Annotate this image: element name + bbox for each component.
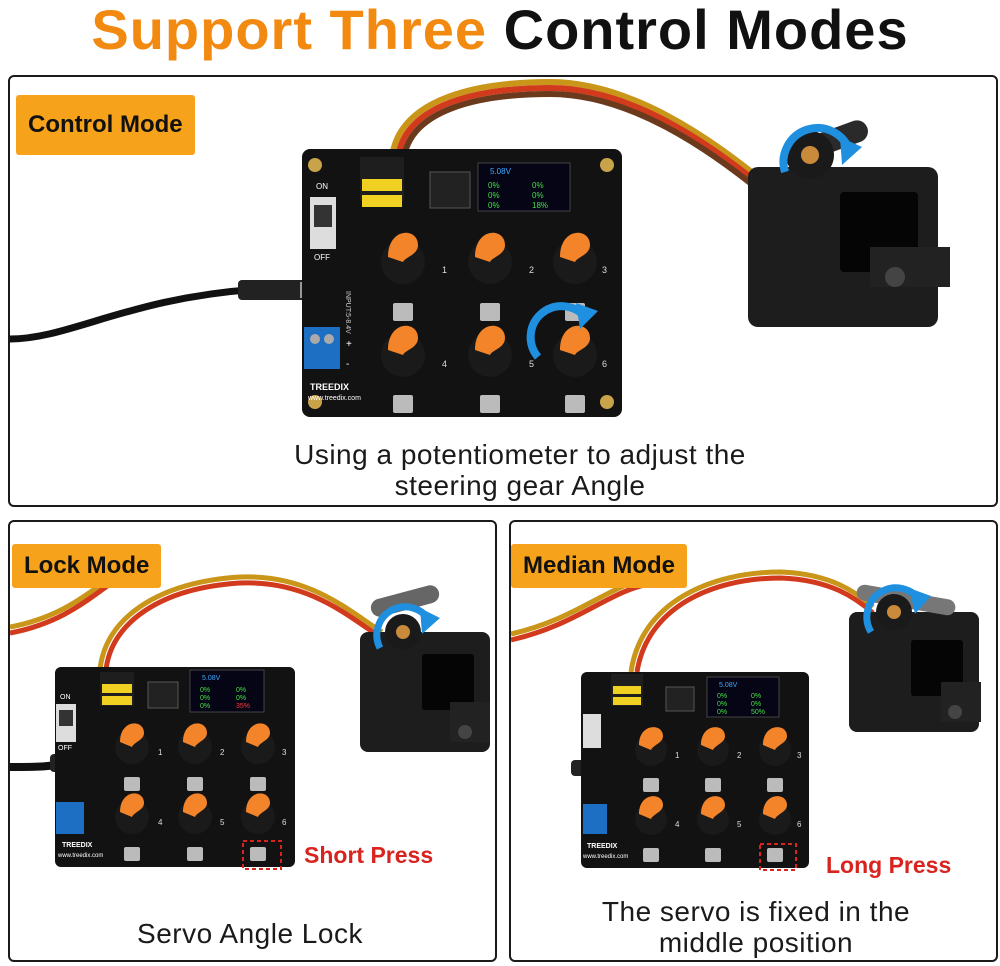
- channel-5: 5: [529, 359, 534, 369]
- board-switch-off: OFF: [314, 253, 330, 262]
- headline-part2: Control Modes: [503, 0, 909, 61]
- screen-ch5: 0%: [751, 701, 761, 708]
- channel-6: 6: [282, 818, 287, 827]
- screen-voltage: 5.08V: [719, 682, 738, 689]
- screen-ch6: 50%: [751, 709, 765, 716]
- median-mode-photo: TREEDIX www.treedix.com 1 2 3 4 5 6 5.08…: [511, 569, 981, 871]
- board-minus: -: [346, 359, 349, 370]
- servo-motor: [360, 585, 490, 752]
- control-caption-line1: Using a potentiometer to adjust the: [294, 439, 746, 470]
- screen-ch3: 0%: [200, 703, 210, 710]
- channel-1: 1: [158, 748, 163, 757]
- board-brand: TREEDIX: [587, 843, 618, 850]
- screen-ch4: 0%: [751, 693, 761, 700]
- board-brand: TREEDIX: [310, 382, 349, 392]
- board-website: www.treedix.com: [57, 853, 103, 859]
- screen-ch4: 0%: [532, 181, 544, 190]
- median-mode-caption: The servo is fixed in the middle positio…: [551, 896, 961, 958]
- short-press-highlight: [242, 840, 282, 870]
- control-mode-panel: ON OFF INPUT:5-8.4V + - TREEDIX www.tree…: [8, 75, 998, 507]
- screen-ch1: 0%: [717, 693, 727, 700]
- control-mode-caption: Using a potentiometer to adjust the stee…: [190, 439, 850, 501]
- screen-ch1: 0%: [200, 687, 210, 694]
- screen-ch2: 0%: [717, 701, 727, 708]
- control-mode-badge: Control Mode: [16, 95, 195, 155]
- screen-voltage: 5.08V: [490, 167, 512, 176]
- screen-ch6: 35%: [236, 703, 250, 710]
- channel-5: 5: [737, 820, 742, 829]
- screen-ch5: 0%: [236, 695, 246, 702]
- long-press-highlight: [759, 843, 797, 871]
- lock-mode-panel: ON OFF TREEDIX www.treedix.com 1 2 3 4 5…: [8, 520, 497, 962]
- headline: Support Three Control Modes: [0, 0, 1000, 64]
- channel-4: 4: [675, 820, 680, 829]
- screen-ch5: 0%: [532, 191, 544, 200]
- channel-2: 2: [529, 265, 534, 275]
- screen-ch1: 0%: [488, 181, 500, 190]
- channel-3: 3: [797, 751, 802, 760]
- channel-1: 1: [442, 265, 447, 275]
- controller-board: [581, 672, 809, 871]
- screen-ch3: 0%: [717, 709, 727, 716]
- controller-board: [55, 667, 295, 870]
- median-caption-line1: The servo is fixed in the: [601, 896, 911, 927]
- screen-ch4: 0%: [236, 687, 246, 694]
- control-caption-line2: steering gear Angle: [394, 470, 646, 501]
- board-switch-on: ON: [316, 182, 328, 191]
- short-press-label: Short Press: [304, 842, 434, 868]
- lock-mode-photo: ON OFF TREEDIX www.treedix.com 1 2 3 4 5…: [10, 559, 490, 870]
- screen-ch2: 0%: [200, 695, 210, 702]
- long-press-label: Long Press: [826, 852, 952, 878]
- servo-motor: [849, 584, 981, 732]
- channel-4: 4: [158, 818, 163, 827]
- median-mode-panel: TREEDIX www.treedix.com 1 2 3 4 5 6 5.08…: [509, 520, 998, 962]
- lock-mode-caption: Servo Angle Lock: [137, 918, 363, 949]
- screen-ch6: 18%: [532, 201, 548, 210]
- controller-board: [302, 149, 622, 417]
- median-mode-badge: Median Mode: [511, 544, 688, 588]
- board-input-label: INPUT:5-8.4V: [344, 291, 351, 334]
- channel-6: 6: [602, 359, 607, 369]
- channel-2: 2: [737, 751, 742, 760]
- channel-2: 2: [220, 748, 225, 757]
- channel-3: 3: [602, 265, 607, 275]
- board-plus: +: [346, 339, 352, 350]
- board-switch-off: OFF: [58, 745, 72, 752]
- board-website: www.treedix.com: [307, 395, 361, 402]
- board-brand: TREEDIX: [62, 842, 93, 849]
- board-website: www.treedix.com: [582, 854, 628, 860]
- servo-rotate-arrow-icon: [779, 124, 862, 174]
- channel-6: 6: [797, 820, 802, 829]
- servo-rotate-arrow-icon: [863, 584, 931, 634]
- median-caption-line2: middle position: [658, 927, 854, 958]
- channel-3: 3: [282, 748, 287, 757]
- channel-5: 5: [220, 818, 225, 827]
- channel-1: 1: [675, 751, 680, 760]
- headline-part1: Support Three: [91, 0, 488, 61]
- screen-ch3: 0%: [488, 201, 500, 210]
- board-switch-on: ON: [60, 694, 71, 701]
- lock-mode-badge: Lock Mode: [12, 544, 162, 588]
- knob-rotate-arrow-icon: [526, 302, 589, 360]
- screen-voltage: 5.08V: [202, 675, 221, 682]
- channel-4: 4: [442, 359, 447, 369]
- servo-motor: [748, 120, 950, 327]
- servo-rotate-arrow-icon: [373, 603, 440, 650]
- screen-ch2: 0%: [488, 191, 500, 200]
- control-mode-photo: ON OFF INPUT:5-8.4V + - TREEDIX www.tree…: [10, 78, 950, 417]
